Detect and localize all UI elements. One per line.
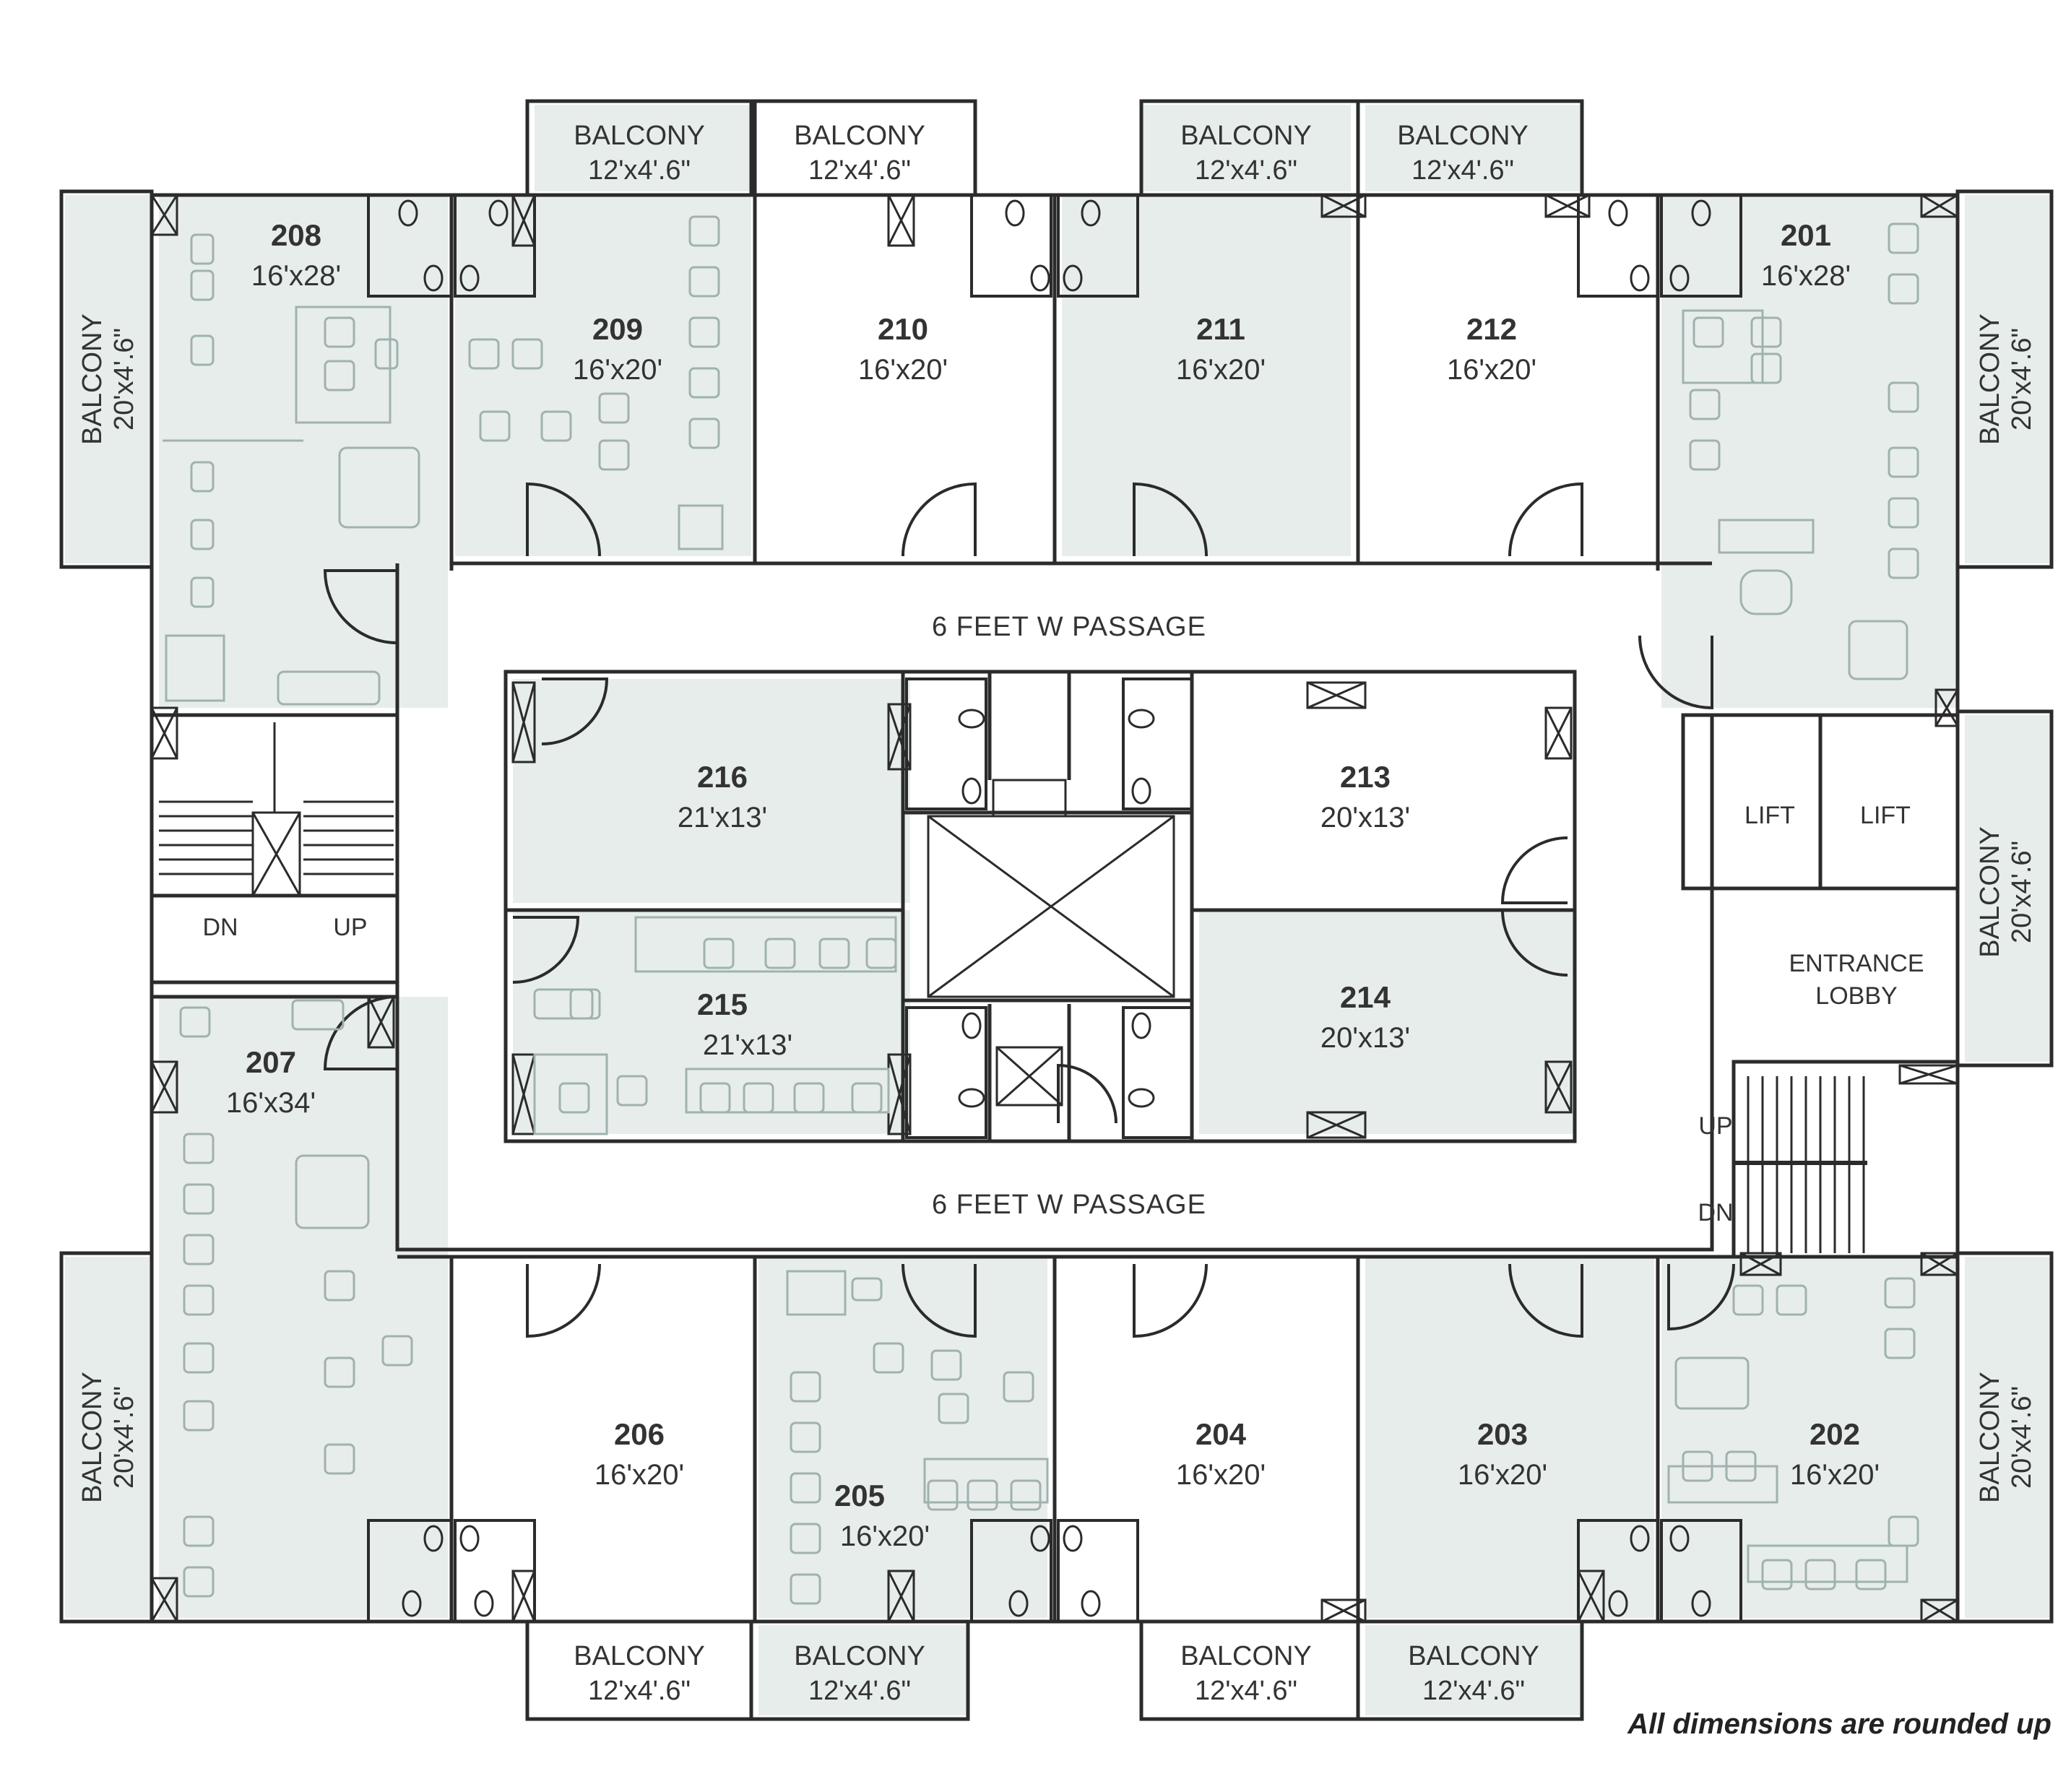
unit-size: 16'x20': [840, 1520, 930, 1552]
balcony-label: BALCONY: [1975, 313, 2005, 445]
unit-size: 21'x13': [703, 1029, 792, 1061]
unit-number: 212: [1466, 312, 1517, 346]
unit-number: 209: [592, 312, 643, 346]
lift-label: LIFT: [1744, 802, 1795, 829]
unit-size: 16'x20': [1176, 354, 1266, 386]
lift-core: [927, 815, 1175, 998]
footnote: All dimensions are rounded up: [1627, 1708, 2051, 1740]
balcony-labels-side: BALCONY 20'x4'.6" BALCONY 20'x4'.6" BALC…: [77, 313, 2037, 1503]
unit-number: 213: [1340, 760, 1391, 794]
unit-size: 20'x13': [1320, 802, 1410, 834]
balcony-label: BALCONY: [1180, 1641, 1312, 1671]
furniture: [163, 215, 1919, 1605]
unit-number: 211: [1196, 312, 1245, 346]
balcony-dim: 12'x4'.6": [588, 155, 691, 186]
unit-size: 16'x20': [1447, 354, 1536, 386]
balcony-dim: 12'x4'.6": [1195, 1676, 1297, 1706]
unit-number: 206: [614, 1417, 665, 1451]
unit-number: 210: [878, 312, 928, 346]
unit-size: 21'x13': [678, 802, 767, 834]
balcony-dim: 20'x4'.6": [2007, 328, 2037, 430]
balcony-dim: 20'x4'.6": [2007, 1386, 2037, 1489]
entrance-lobby-label: LOBBY: [1815, 982, 1897, 1010]
balcony-dim: 12'x4'.6": [1195, 155, 1297, 186]
unit-number: 214: [1340, 980, 1391, 1014]
passage-label: 6 FEET W PASSAGE: [932, 612, 1206, 642]
balcony-label: BALCONY: [1180, 121, 1312, 151]
unit-size: 16'x20': [1176, 1459, 1266, 1491]
unit-number: 215: [697, 987, 748, 1021]
balcony-dim: 12'x4'.6": [1411, 155, 1514, 186]
unit-number: 201: [1781, 218, 1831, 252]
entrance-lobby-label: ENTRANCE: [1789, 950, 1924, 977]
balcony-label: BALCONY: [1975, 826, 2005, 958]
unit-size: 16'x34': [226, 1087, 316, 1119]
unit-number: 205: [834, 1479, 885, 1512]
stair-treads: [159, 722, 1867, 1253]
unit-number: 216: [697, 760, 748, 794]
balcony-dim: 20'x4'.6": [109, 1386, 139, 1489]
stair-up-label: UP: [1698, 1112, 1732, 1140]
toilet-blocks: [367, 194, 1742, 1623]
unit-fills: [65, 105, 2051, 1715]
balcony-label: BALCONY: [794, 1641, 925, 1671]
balcony-dim: 12'x4'.6": [808, 1676, 911, 1706]
unit-size: 20'x13': [1320, 1022, 1410, 1054]
balcony-label: BALCONY: [1408, 1641, 1539, 1671]
unit-number: 204: [1196, 1417, 1247, 1451]
unit-size: 16'x28': [1761, 260, 1851, 292]
balcony-label: BALCONY: [1975, 1372, 2005, 1503]
unit-number: 207: [246, 1045, 296, 1079]
passage-label: 6 FEET W PASSAGE: [932, 1190, 1206, 1220]
balcony-label: BALCONY: [77, 313, 108, 445]
balcony-label: BALCONY: [794, 121, 925, 151]
walls: [59, 99, 2054, 1721]
unit-size: 16'x20': [573, 354, 662, 386]
common-labels: 6 FEET W PASSAGE 6 FEET W PASSAGE LIFT L…: [202, 612, 1924, 1226]
balcony-dim: 20'x4'.6": [2007, 841, 2037, 943]
balcony-dim: 20'x4'.6": [109, 328, 139, 430]
balcony-dim: 12'x4'.6": [808, 155, 911, 186]
stair-dn-label: DN: [202, 914, 238, 941]
balcony-dim: 12'x4'.6": [588, 1676, 691, 1706]
unit-size: 16'x20': [858, 354, 948, 386]
toilet-icons: [398, 199, 1711, 1617]
stair-dn-label: DN: [1698, 1199, 1733, 1226]
unit-size: 16'x20': [1790, 1459, 1880, 1491]
lift-label: LIFT: [1860, 802, 1911, 829]
unit-number: 203: [1477, 1417, 1528, 1451]
unit-number: 202: [1810, 1417, 1860, 1451]
unit-size: 16'x20': [595, 1459, 684, 1491]
balcony-dim: 12'x4'.6": [1422, 1676, 1525, 1706]
balcony-label: BALCONY: [574, 121, 705, 151]
balcony-labels-top: BALCONY 12'x4'.6" BALCONY 12'x4'.6" BALC…: [574, 121, 1529, 186]
unit-size: 16'x20': [1458, 1459, 1547, 1491]
unit-number: 208: [271, 218, 321, 252]
window-markers: [150, 194, 1959, 1623]
unit-size: 16'x28': [251, 260, 341, 292]
balcony-labels-bottom: BALCONY 12'x4'.6" BALCONY 12'x4'.6" BALC…: [574, 1641, 1539, 1706]
balcony-label: BALCONY: [1397, 121, 1529, 151]
unit-labels: 208 16'x28' 209 16'x20' 210 16'x20' 211 …: [226, 218, 1880, 1552]
balcony-label: BALCONY: [574, 1641, 705, 1671]
stair-up-label: UP: [333, 914, 367, 941]
balcony-label: BALCONY: [77, 1372, 108, 1503]
